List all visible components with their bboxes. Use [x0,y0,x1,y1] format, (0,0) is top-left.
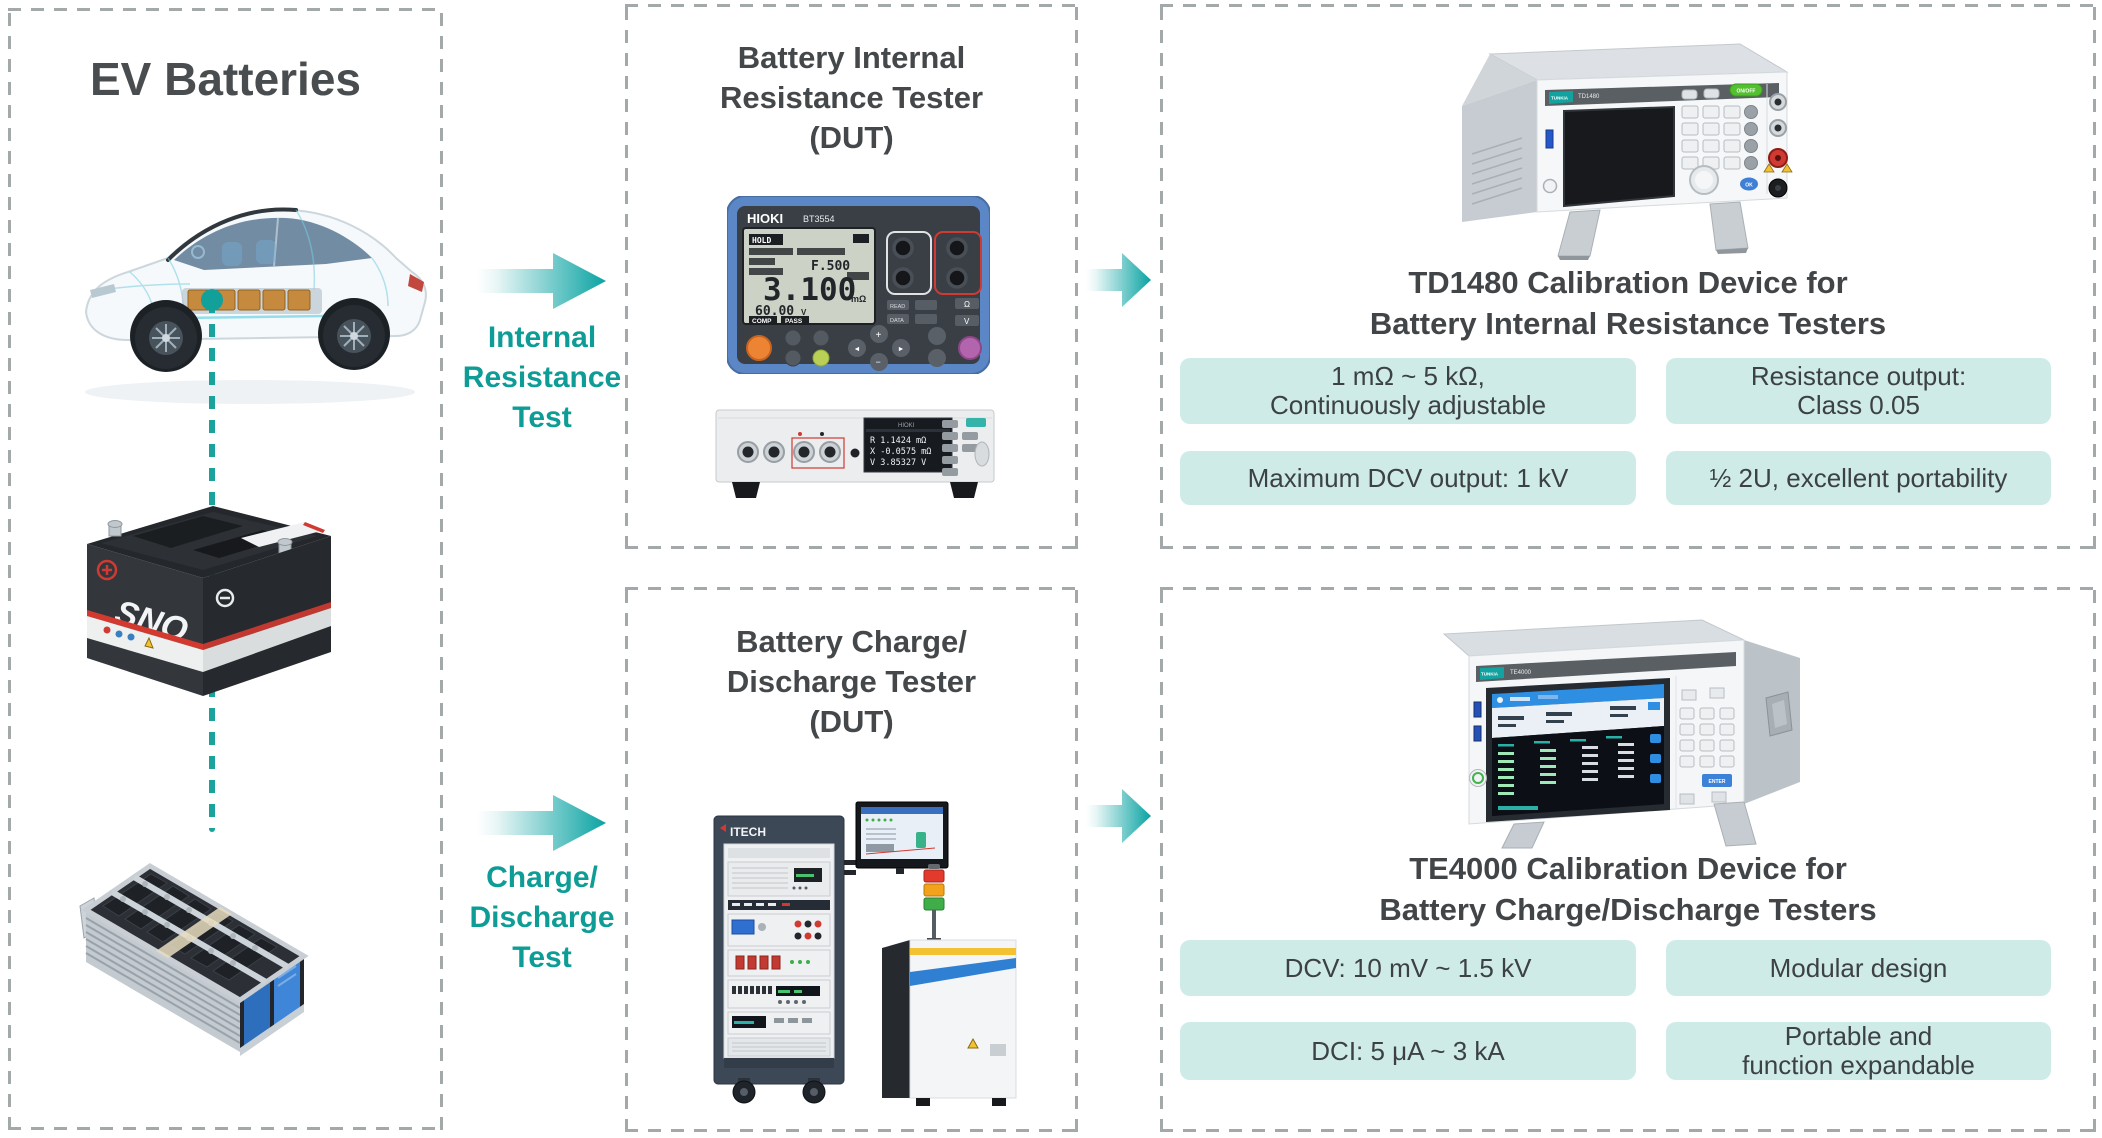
arrow-internal-tester-to-td1480 [1086,253,1151,307]
td1480-onoff-button: ON/OFF [1737,89,1756,95]
flow-label-charge-discharge-test: Charge/ Discharge Test [469,861,615,974]
arrow-ev-to-charge-tester [477,795,606,851]
ev-batteries-title: EV Batteries [89,53,361,105]
arrow-charge-tester-to-te4000 [1086,789,1151,843]
te4000-model-strip: TE4000 [1510,670,1532,676]
bench-row-voltage: V 3.85327 V [870,458,926,468]
te4000-enter-button: ENTER [1709,779,1726,785]
data-key-label: DATA [890,318,904,324]
itech-test-system-image: ITECH [713,801,1017,1106]
svg-text:►: ► [898,346,905,353]
lcd-comp-indicator: COMP [752,318,772,325]
te4000-spec-badge-portable: Portable and function expandable [1666,1022,2051,1080]
hioki-bench-meter-image: HIOKI R 1.1424 mΩ X -0.0575 mΩ V 3.85327… [715,409,995,498]
te4000-spec-badge-mod: Modular design [1666,940,2051,996]
bench-row-resistance: R 1.1424 mΩ [870,436,926,446]
lcd-volt-unit: V [801,308,807,317]
hioki-brand-label: HIOKI [747,211,783,226]
td1480-spec-badge-portability: ½ 2U, excellent portability [1666,451,2051,505]
hioki-bt3554-image: HIOKI BT3554 HOLD F.500 3.100 mΩ 60.00 V… [727,196,990,374]
bench-brand-label: HIOKI [898,423,915,429]
te4000-spec-badge-dci: DCI: 5 μA ~ 3 kA [1180,1022,1636,1080]
svg-text:+: + [876,330,882,341]
panel-dut-internal-resistance [625,4,1078,549]
te4000-spec-badge-dcv: DCV: 10 mV ~ 1.5 kV [1180,940,1636,996]
lcd-range-value: F.500 [811,259,850,274]
lcd-main-unit: mΩ [851,294,866,304]
lcd-hold-indicator: HOLD [752,236,771,245]
lcd-pass-indicator: PASS [785,318,803,325]
bench-row-reactance: X -0.0575 mΩ [870,447,931,457]
td1480-title: TD1480 Calibration Device for Battery In… [1369,265,1887,341]
hioki-model-label: BT3554 [803,214,835,224]
battery-location-dot [201,289,223,311]
ev-car-image [84,207,427,404]
lcd-volt-reading: 60.00 [755,304,794,319]
te4000-title: TE4000 Calibration Device for Battery Ch… [1379,851,1877,927]
sno-battery-image: SNO [87,506,331,696]
td1480-brand-chip: TUNKIA [1551,96,1569,101]
lcd-main-reading: 3.100 [763,272,856,308]
arrow-ev-to-internal-tester [477,253,606,309]
dut-charge-title: Battery Charge/ Discharge Tester (DUT) [726,624,977,739]
v-key-label: V [964,317,970,326]
read-key-label: READ [890,304,905,310]
te4000-brand-chip: TUNKIA [1481,672,1499,677]
dut-internal-title: Battery Internal Resistance Tester (DUT) [719,40,984,155]
ohm-key-label: Ω [964,300,970,309]
ev-battery-module-image [79,863,309,1056]
te4000-device-image: TUNKIA TE4000 [1442,619,1800,849]
svg-text:◄: ◄ [854,346,861,353]
td1480-model-strip: TD1480 [1578,94,1600,100]
itech-brand-label: ITECH [730,825,766,839]
td1480-spec-badge-range: 1 mΩ ~ 5 kΩ, Continuously adjustable [1180,358,1636,424]
td1480-ok-button: OK [1745,183,1753,189]
td1480-device-image: TUNKIA TD1480 ON/OFF OK [1462,43,1793,260]
td1480-spec-badge-class: Resistance output: Class 0.05 [1666,358,2051,424]
flow-label-internal-resistance-test: Internal Resistance Test [462,321,622,434]
td1480-spec-badge-dcv: Maximum DCV output: 1 kV [1180,451,1636,505]
svg-text:−: − [876,357,881,367]
